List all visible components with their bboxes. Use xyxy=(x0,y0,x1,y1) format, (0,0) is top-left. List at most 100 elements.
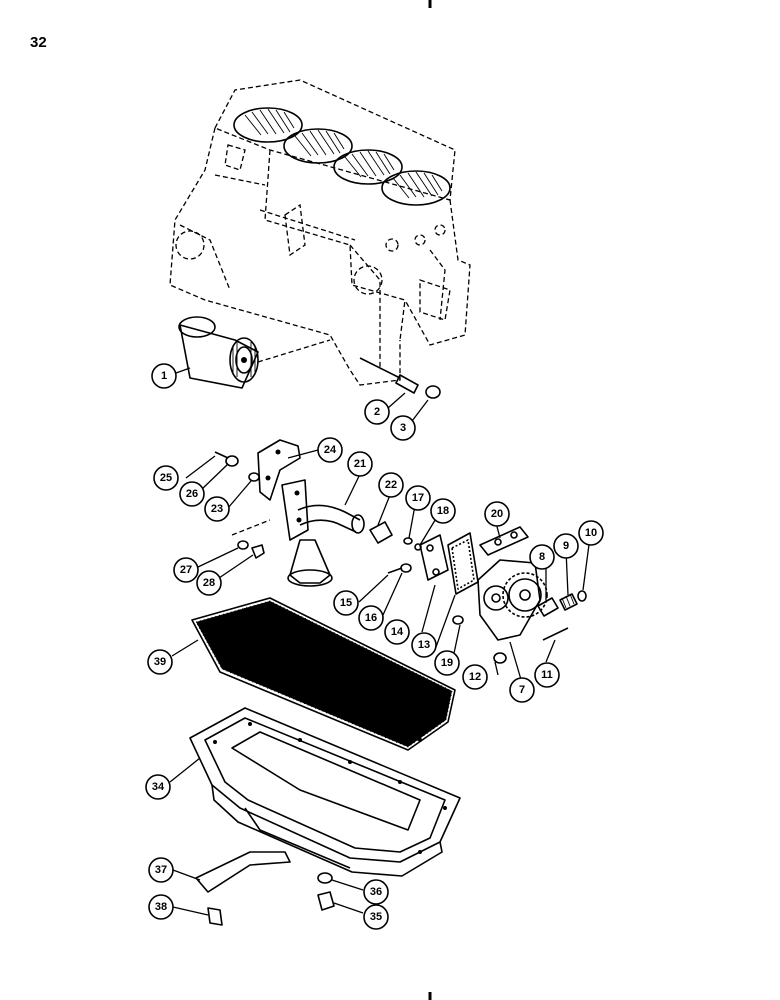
callout-circle xyxy=(484,501,510,527)
callout-label: 28 xyxy=(203,577,215,589)
callout-7: 7 xyxy=(509,677,535,703)
callout-20: 20 xyxy=(484,501,510,527)
callout-circle xyxy=(145,774,171,800)
oil-pickup-tube xyxy=(214,439,393,587)
oil-filter xyxy=(178,316,331,389)
callout-2: 2 xyxy=(364,399,390,425)
callout-35: 35 xyxy=(363,904,389,930)
drain-plug xyxy=(317,891,335,911)
callout-label: 2 xyxy=(374,406,380,418)
callout-circle xyxy=(553,533,579,559)
callout-label: 39 xyxy=(154,656,166,668)
leader-lines xyxy=(169,367,591,916)
callout-circle xyxy=(147,649,173,675)
callout-label: 36 xyxy=(370,886,382,898)
callout-label: 27 xyxy=(180,564,192,576)
callout-14: 14 xyxy=(384,619,410,645)
callout-circle xyxy=(529,544,555,570)
callout-circle xyxy=(358,605,384,631)
callout-circle xyxy=(462,664,488,690)
callout-23: 23 xyxy=(204,496,230,522)
callout-circle xyxy=(347,451,373,477)
callout-15: 15 xyxy=(333,590,359,616)
callout-label: 23 xyxy=(211,503,223,515)
callout-circle xyxy=(151,363,177,389)
callout-26: 26 xyxy=(179,481,205,507)
callout-19: 19 xyxy=(434,650,460,676)
callout-circle xyxy=(317,437,343,463)
callout-circle xyxy=(434,650,460,676)
callout-label: 9 xyxy=(563,540,569,552)
callout-circle xyxy=(363,904,389,930)
callout-label: 25 xyxy=(160,472,172,484)
callout-label: 12 xyxy=(469,671,481,683)
callout-label: 35 xyxy=(370,911,382,923)
callout-8: 8 xyxy=(529,544,555,570)
callout-circle xyxy=(411,632,437,658)
callout-label: 1 xyxy=(161,370,167,382)
callout-37: 37 xyxy=(148,857,174,883)
callout-34: 34 xyxy=(145,774,171,800)
callout-circle xyxy=(578,520,604,546)
drain-plug-washer xyxy=(317,872,333,884)
oil-pan xyxy=(189,707,461,877)
callout-label: 17 xyxy=(412,492,424,504)
callout-27: 27 xyxy=(173,557,199,583)
callout-circle xyxy=(363,879,389,905)
block-bolt-and-washer xyxy=(359,357,441,399)
callout-1: 1 xyxy=(151,363,177,389)
oil-pan-gasket xyxy=(191,597,456,751)
callout-36: 36 xyxy=(363,879,389,905)
callout-label: 10 xyxy=(585,527,597,539)
callout-label: 22 xyxy=(385,479,397,491)
callout-label: 19 xyxy=(441,657,453,669)
callout-circle xyxy=(430,498,456,524)
cylinder-bores xyxy=(233,107,451,206)
callout-label: 34 xyxy=(152,781,165,793)
callout-circle xyxy=(196,570,222,596)
callout-21: 21 xyxy=(347,451,373,477)
callout-circle xyxy=(153,465,179,491)
callout-39: 39 xyxy=(147,649,173,675)
callout-17: 17 xyxy=(405,485,431,511)
callout-28: 28 xyxy=(196,570,222,596)
callout-18: 18 xyxy=(430,498,456,524)
callout-circle xyxy=(378,472,404,498)
page-number: 32 xyxy=(30,34,47,51)
callout-circle xyxy=(148,894,174,920)
callout-label: 14 xyxy=(391,626,404,638)
callout-label: 11 xyxy=(541,669,553,681)
callout-label: 13 xyxy=(418,639,430,651)
callout-circle xyxy=(173,557,199,583)
callout-label: 8 xyxy=(539,551,545,563)
callout-circle xyxy=(364,399,390,425)
callout-label: 16 xyxy=(365,612,377,624)
callout-38: 38 xyxy=(148,894,174,920)
strap-bolt xyxy=(207,907,223,926)
callout-12: 12 xyxy=(462,664,488,690)
callout-label: 7 xyxy=(519,684,525,696)
callout-circle xyxy=(204,496,230,522)
callout-circle xyxy=(405,485,431,511)
callout-circle xyxy=(534,662,560,688)
callout-label: 15 xyxy=(340,597,352,609)
callout-label: 3 xyxy=(400,422,406,434)
callout-label: 26 xyxy=(186,488,198,500)
callout-label: 38 xyxy=(155,901,167,913)
callout-25: 25 xyxy=(153,465,179,491)
oil-pan-strap xyxy=(195,851,291,893)
callout-11: 11 xyxy=(534,662,560,688)
callout-circle xyxy=(179,481,205,507)
callout-label: 21 xyxy=(354,458,366,470)
callout-circle xyxy=(509,677,535,703)
callout-label: 18 xyxy=(437,505,449,517)
callout-22: 22 xyxy=(378,472,404,498)
oil-pump xyxy=(387,526,587,664)
callout-label: 24 xyxy=(324,444,337,456)
callout-circle xyxy=(384,619,410,645)
callout-label: 37 xyxy=(155,864,167,876)
callout-circle xyxy=(333,590,359,616)
callout-circle xyxy=(148,857,174,883)
callout-circle xyxy=(390,415,416,441)
